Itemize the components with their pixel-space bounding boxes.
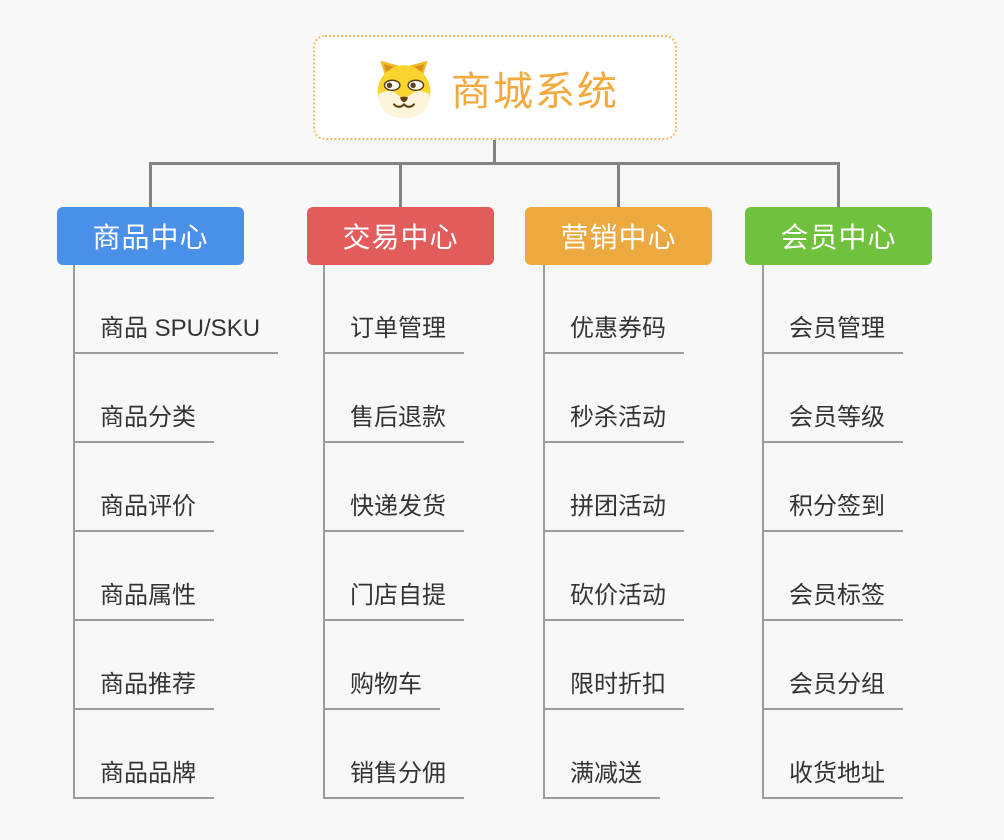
item-label[interactable]: 商品推荐 [73,664,214,710]
item-label[interactable]: 限时折扣 [543,664,684,710]
branch-node-member-center[interactable]: 会员中心 [745,207,932,265]
item-label[interactable]: 满减送 [543,753,660,799]
list-item: 购物车 [323,621,464,710]
connector-root-stub [493,140,496,164]
list-item: 积分签到 [762,443,903,532]
item-column-member: 会员管理 会员等级 积分签到 会员标签 会员分组 收货地址 [762,265,903,799]
list-item: 限时折扣 [543,621,684,710]
item-label[interactable]: 优惠券码 [543,308,684,354]
item-label[interactable]: 会员分组 [762,664,903,710]
list-item: 会员等级 [762,354,903,443]
item-label[interactable]: 门店自提 [323,575,464,621]
list-item: 满减送 [543,710,684,799]
list-item: 会员分组 [762,621,903,710]
connector-drop [837,164,840,207]
list-item: 售后退款 [323,354,464,443]
list-item: 会员标签 [762,532,903,621]
item-label[interactable]: 商品属性 [73,575,214,621]
list-item: 商品推荐 [73,621,278,710]
list-item: 商品 SPU/SKU [73,265,279,354]
item-label[interactable]: 会员管理 [762,308,903,354]
connector-drop [617,164,620,207]
connector-rail [149,162,840,165]
item-label[interactable]: 商品品牌 [73,753,214,799]
branch-node-trade-center[interactable]: 交易中心 [307,207,494,265]
item-label[interactable]: 积分签到 [762,486,903,532]
item-column-trade: 订单管理 售后退款 快递发货 门店自提 购物车 销售分佣 [323,265,464,799]
list-item: 门店自提 [323,532,464,621]
item-label[interactable]: 会员标签 [762,575,903,621]
list-item: 销售分佣 [323,710,464,799]
item-label[interactable]: 商品分类 [73,397,214,443]
item-label[interactable]: 购物车 [323,664,440,710]
item-column-product: 商品 SPU/SKU 商品分类 商品评价 商品属性 商品推荐 商品品牌 [73,265,279,799]
list-item: 拼团活动 [543,443,684,532]
list-item: 商品品牌 [73,710,278,799]
item-label[interactable]: 秒杀活动 [543,397,684,443]
item-label[interactable]: 售后退款 [323,397,464,443]
list-item: 秒杀活动 [543,354,684,443]
item-label[interactable]: 商品 SPU/SKU [73,308,279,354]
branch-node-marketing-center[interactable]: 营销中心 [525,207,712,265]
dog-face-icon [371,58,437,118]
item-column-marketing: 优惠券码 秒杀活动 拼团活动 砍价活动 限时折扣 满减送 [543,265,684,799]
item-label[interactable]: 商品评价 [73,486,214,532]
root-title: 商城系统 [451,69,619,114]
connector-drop [399,164,402,207]
list-item: 订单管理 [323,265,464,354]
list-item: 快递发货 [323,443,464,532]
list-item: 砍价活动 [543,532,684,621]
item-label[interactable]: 收货地址 [762,753,903,799]
list-item: 优惠券码 [543,265,684,354]
list-item: 商品评价 [73,443,278,532]
root-node-mall-system[interactable]: 商城系统 [313,35,677,140]
list-item: 收货地址 [762,710,903,799]
branch-node-product-center[interactable]: 商品中心 [57,207,244,265]
item-label[interactable]: 会员等级 [762,397,903,443]
item-label[interactable]: 拼团活动 [543,486,684,532]
list-item: 商品分类 [73,354,278,443]
item-label[interactable]: 订单管理 [323,308,464,354]
list-item: 会员管理 [762,265,903,354]
item-label[interactable]: 销售分佣 [323,753,464,799]
list-item: 商品属性 [73,532,278,621]
connector-drop [149,164,152,207]
item-label[interactable]: 快递发货 [323,486,464,532]
item-label[interactable]: 砍价活动 [543,575,684,621]
